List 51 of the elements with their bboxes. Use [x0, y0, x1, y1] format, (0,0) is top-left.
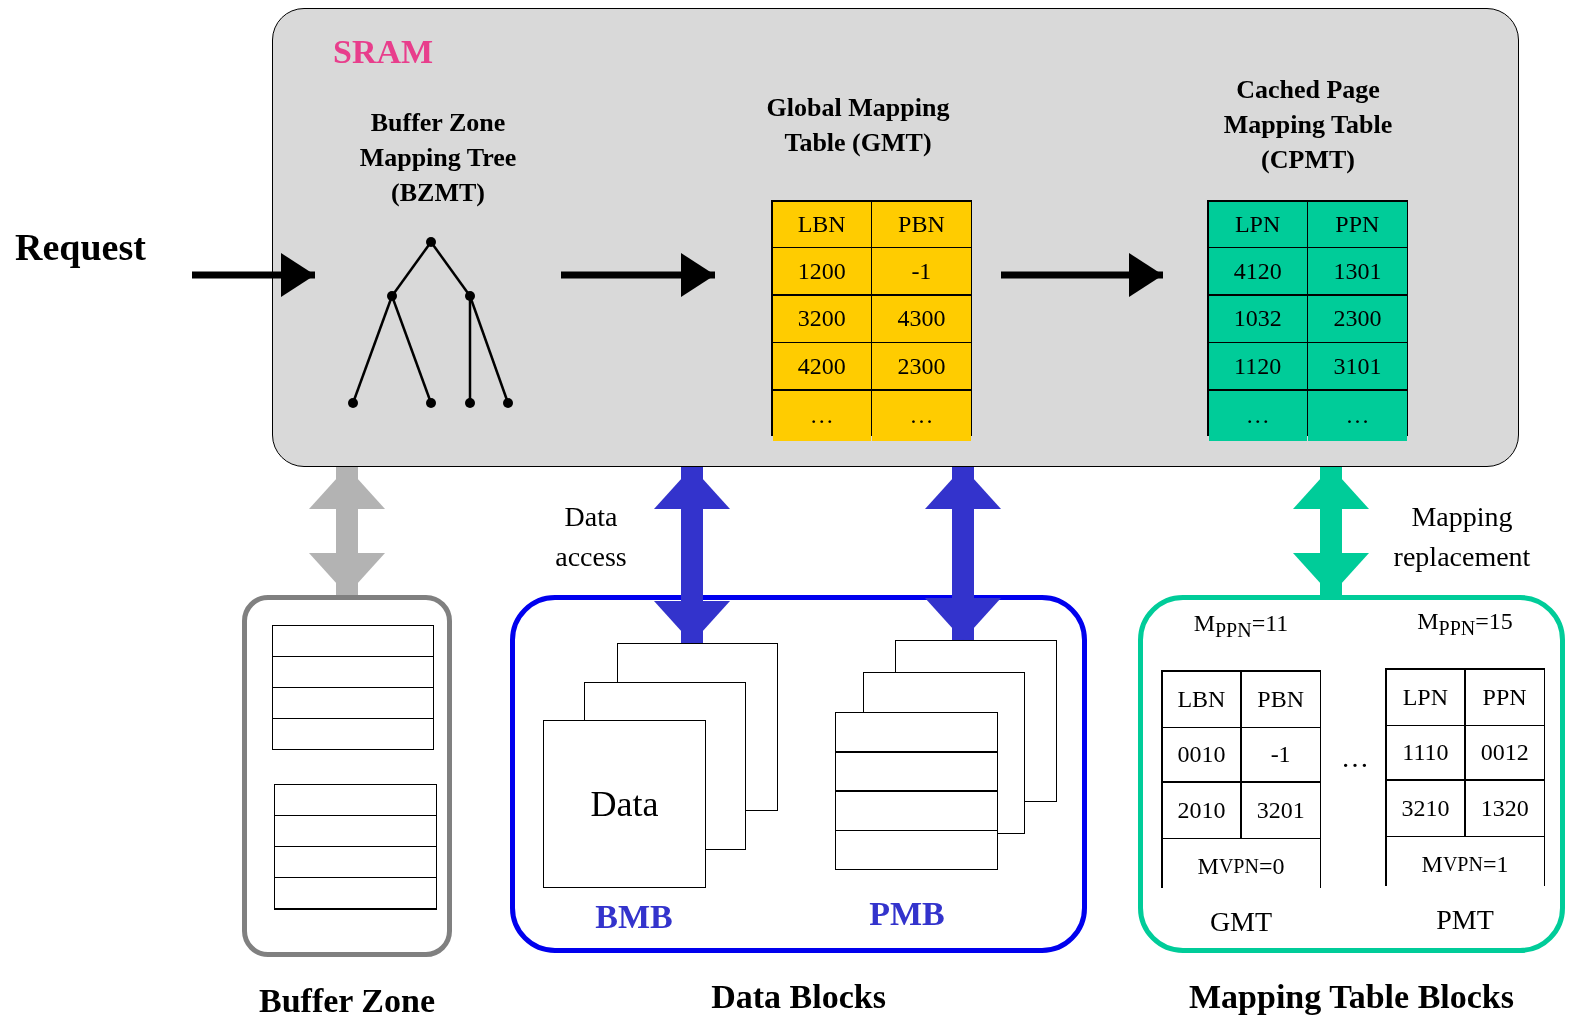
table-cell: 1301 [1308, 248, 1407, 294]
table-cell: … [872, 390, 971, 441]
column-header: LBN [772, 201, 871, 247]
table-cell: … [1308, 390, 1407, 441]
annotation-text: … [1340, 741, 1370, 775]
table-cell: 4200 [772, 343, 871, 389]
table-cell: … [1208, 390, 1307, 441]
request-label: Request [15, 222, 192, 272]
section-heading: Cached Page Mapping Table (CPMT) [1222, 74, 1394, 176]
table-cell: 1320 [1465, 780, 1544, 836]
column-header: LBN [1162, 671, 1241, 727]
column-header: PPN [1465, 669, 1544, 725]
column-header: PBN [872, 201, 971, 247]
table-cell: 3210 [1386, 780, 1465, 836]
section-heading: Buffer Zone Mapping Tree (BZMT) [358, 107, 518, 209]
section-heading: Global Mapping Table (GMT) [765, 92, 951, 159]
column-header: PPN [1308, 201, 1407, 247]
table-cell: 0012 [1465, 726, 1544, 779]
annotation-text: Mapping replacement [1392, 500, 1532, 574]
table-cell: 1032 [1208, 295, 1307, 342]
table-cell: -1 [872, 248, 971, 294]
section-title: SRAM [333, 33, 434, 71]
block-label: PMB [868, 895, 946, 933]
table-caption: M$_{PPN}$=11 [1192, 610, 1290, 642]
group-title: Data Blocks [711, 978, 886, 1016]
table-cell: 2300 [872, 343, 971, 389]
table-caption: M$_{PPN}$=15 [1416, 608, 1514, 640]
table-cell: -1 [1241, 728, 1320, 781]
table-cell: 1200 [772, 248, 871, 294]
group-title: Mapping Table Blocks [1189, 978, 1514, 1016]
table-cell: 3101 [1308, 343, 1407, 389]
column-header: PBN [1241, 671, 1320, 727]
table-caption: PMT [1435, 904, 1495, 936]
table-cell: 1120 [1208, 343, 1307, 389]
group-title: Buffer Zone [259, 982, 435, 1020]
annotation-text: Data access [554, 500, 628, 574]
table-cell: 2300 [1308, 295, 1407, 342]
table-cell: … [772, 390, 871, 441]
page-label: Data [590, 783, 659, 825]
table-cell: 4300 [872, 295, 971, 342]
table-cell: 4120 [1208, 248, 1307, 294]
sram-panel [272, 8, 1519, 467]
table-cell: 3200 [772, 295, 871, 342]
column-header: LPN [1208, 201, 1307, 247]
column-header: LPN [1386, 669, 1465, 725]
block-label: BMB [594, 898, 674, 936]
table-cell: 3201 [1241, 782, 1320, 838]
table-cell: 2010 [1162, 782, 1241, 838]
table-caption: GMT [1208, 906, 1274, 938]
table-cell: 0010 [1162, 728, 1241, 781]
table-cell: 1110 [1386, 726, 1465, 779]
